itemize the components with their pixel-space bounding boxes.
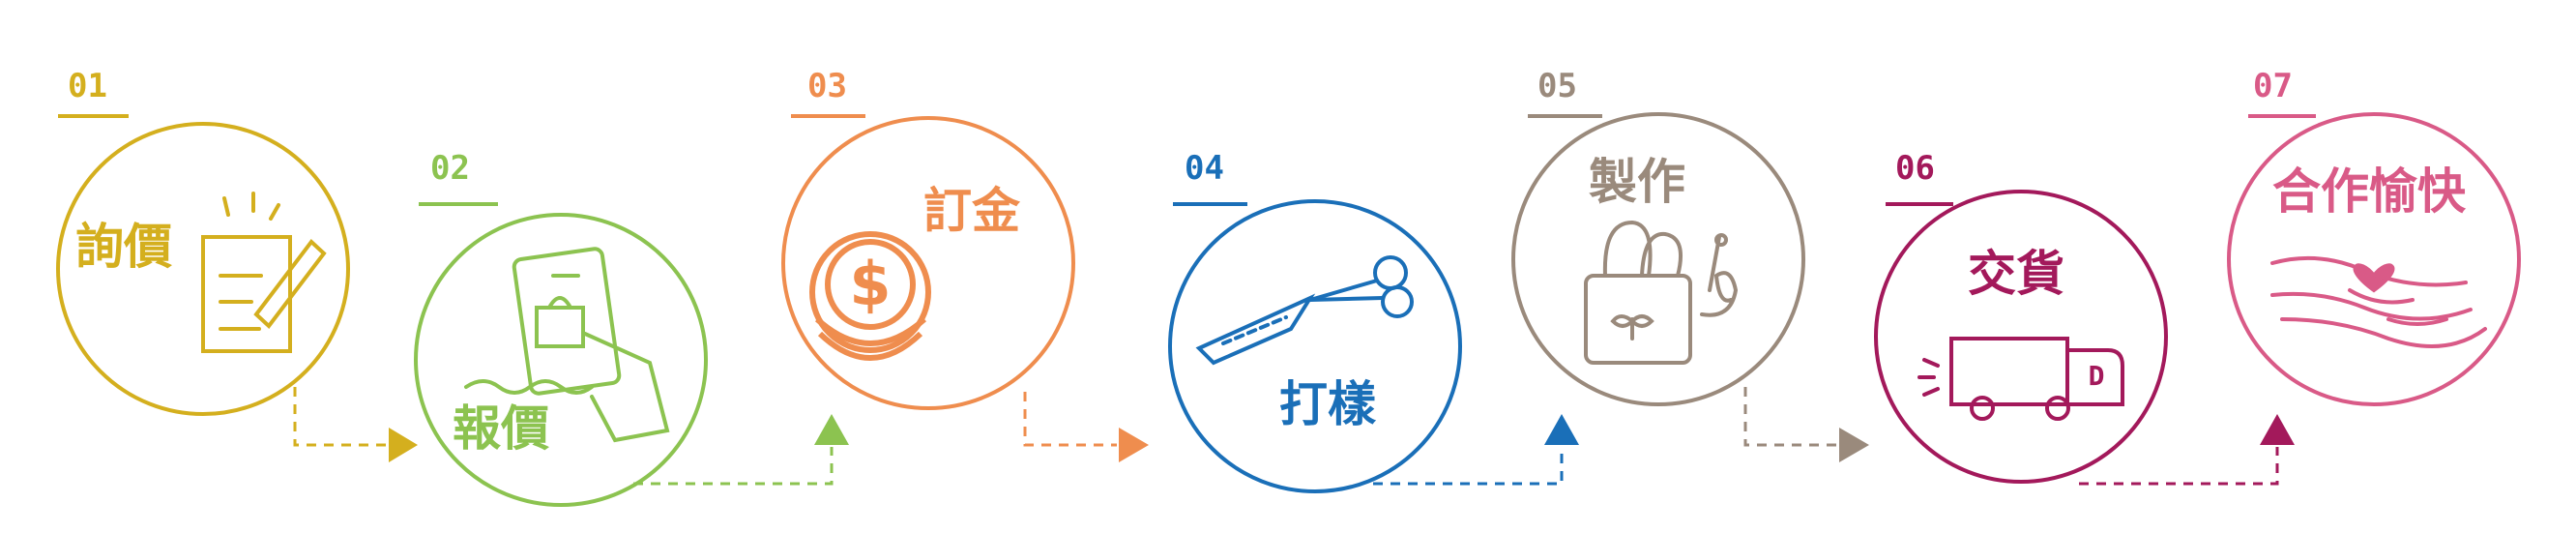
- step-circle: [56, 122, 350, 416]
- step-01: 01 詢價: [56, 67, 350, 416]
- step-05: 05 製作: [1511, 67, 1805, 406]
- step-circle: [414, 213, 708, 507]
- connector-02-03: [633, 447, 834, 486]
- step-number: 06: [1895, 149, 1935, 188]
- arrow-04-05: [1544, 414, 1579, 445]
- step-circle: [1168, 199, 1462, 493]
- arrow-05-06: [1839, 428, 1869, 462]
- arrow-01-02: [389, 428, 418, 462]
- step-label: 打樣: [1279, 376, 1377, 432]
- step-label: 製作: [1589, 154, 1685, 210]
- step-number: 02: [430, 149, 470, 188]
- step-07: 07 合作愉快: [2227, 67, 2521, 406]
- step-number: 05: [1537, 67, 1577, 105]
- truck-door-letter: D: [2089, 360, 2105, 392]
- step-06: 06 交貨 D: [1874, 149, 2168, 484]
- step-03: 03 訂金 $: [781, 67, 1075, 410]
- step-number: 01: [68, 67, 107, 105]
- step-label: 詢價: [75, 219, 172, 275]
- tote-bag-sewing-icon: [1584, 220, 1739, 365]
- step-circle: [1874, 190, 2168, 484]
- step-circle: [2227, 112, 2521, 406]
- step-label: 交貨: [1968, 246, 2064, 302]
- step-circle: [781, 116, 1075, 410]
- step-label: 訂金: [923, 183, 1021, 239]
- delivery-truck-icon: [1917, 337, 2124, 421]
- arrow-06-07: [2260, 414, 2295, 445]
- step-label: 報價: [453, 400, 549, 457]
- notepad-pencil-icon: [201, 192, 327, 353]
- step-number: 03: [807, 67, 847, 105]
- connector-05-06: [1743, 387, 1837, 447]
- step-number: 07: [2253, 67, 2293, 105]
- step-02: 02 報價: [414, 149, 708, 507]
- step-circle: [1511, 112, 1805, 406]
- step-04: 04 打樣: [1168, 149, 1462, 493]
- step-label: 合作愉快: [2272, 163, 2467, 220]
- connector-03-04: [1023, 392, 1117, 447]
- handshake-heart-icon: [2270, 255, 2487, 348]
- dollar-coin-icon: [809, 231, 931, 361]
- connector-01-02: [293, 387, 387, 447]
- connector-04-05: [1373, 447, 1564, 486]
- dollar-sign: $: [849, 249, 891, 319]
- price-tag-hand-icon: [464, 247, 670, 443]
- arrow-03-04: [1119, 428, 1149, 462]
- step-number: 04: [1185, 149, 1224, 188]
- scissors-fabric-icon: [1195, 255, 1414, 366]
- connector-06-07: [2079, 447, 2279, 486]
- arrow-02-03: [814, 414, 849, 445]
